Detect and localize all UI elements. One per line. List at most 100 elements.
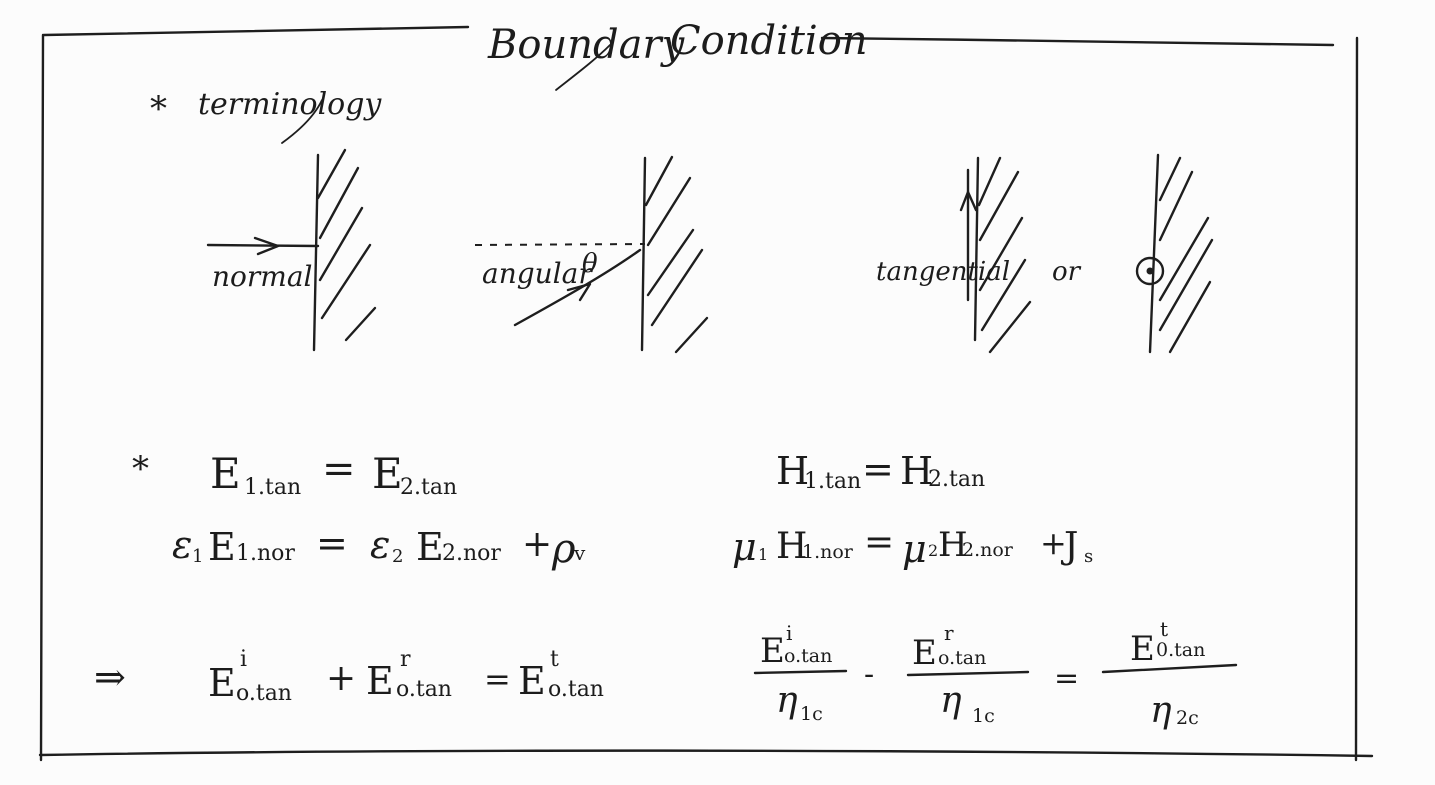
n3-base: E [1130,629,1155,669]
boundary-wall [1148,153,1160,354]
title-descender [555,44,611,91]
boundary-wall [973,156,980,342]
t2-sup: r [400,647,411,672]
d3-sub: 2c [1176,707,1199,729]
t1-sub: o.tan [236,681,292,706]
j-symbol: J [1060,526,1078,567]
lhs-base: E [208,525,236,569]
hatching [316,148,377,342]
boundary-wall [640,156,647,352]
equals-sign: = [862,447,894,491]
angle-theta: θ [582,249,598,279]
terminology-descender [281,99,323,144]
lhs-base: H [776,449,809,493]
diagram-out-of-page [1135,153,1214,354]
minus-sign: - [864,657,874,692]
terminology-heading: * terminology [150,87,382,144]
equals-sign: = [322,446,356,492]
rhs-base: E [416,525,444,569]
t3-base: E [518,659,546,703]
n3-sup: t [1160,617,1168,641]
rhs-sub: 2.nor [442,541,501,566]
equation-e-tangential: * E 1.tan = E 2.tan [132,446,457,500]
title-boundary: Boundary [487,22,686,68]
fraction-bar [753,669,848,675]
lhs-coef: ε [172,523,192,567]
lhs-sub: 1.tan [244,475,301,500]
fraction-bar [1101,663,1238,674]
rhs-sub: 2.nor [962,539,1014,561]
n1-sub: o.tan [784,645,832,667]
lhs-sub: 1.nor [236,541,295,566]
angular-label: angular [482,257,593,290]
tangential-label: tangential [876,257,1010,287]
d1-sub: 1c [800,703,823,725]
rhs-coef-sub: 2 [392,546,403,567]
equals-sign: = [316,521,348,565]
d2-base: η [940,680,962,721]
rhs-coef: μ [902,527,927,571]
hatching [1158,156,1214,354]
equals-sign: = [864,522,894,563]
implies-arrow-icon: ⇒ [94,655,126,699]
equals-sign: = [1054,661,1079,696]
page-frame [38,25,1374,762]
rhs-base: H [938,525,968,565]
normal-label: normal [212,260,312,293]
lhs-sub: 1.nor [802,541,854,563]
n2-base: E [912,633,937,673]
equals-sign: = [484,660,511,698]
hatching [977,156,1032,354]
n1-base: E [760,631,785,671]
diagram-angular: angular θ [474,155,709,354]
rhs-base: E [372,449,403,498]
title-condition: Condition [670,18,868,64]
d1-base: η [776,680,798,721]
equation-h-field-fraction: E i o.tan η 1c - E r o.tan η 1c = E t 0.… [753,617,1238,731]
lhs-base: E [210,449,241,498]
lhs-coef-sub: 1 [192,546,203,567]
diagram-normal: normal [206,148,377,352]
d2-sub: 1c [972,705,995,727]
hatching [644,155,709,354]
angular-arrow-head-icon [566,282,592,302]
plus-sign: + [522,524,552,565]
rho-symbol: ρ [551,526,576,572]
n1-sup: i [786,621,792,645]
lhs-coef-sub: 1 [758,545,768,564]
bullet-star: * [150,89,167,129]
plus-sign: + [1040,524,1067,562]
diagram-tangential: tangential [876,156,1032,354]
terminology-label: terminology [198,87,382,122]
normal-reference-line [474,243,646,246]
lhs-coef: μ [732,525,757,569]
equations-bullet: * [132,449,149,489]
equation-h-normal: μ 1 H 1.nor = μ 2 H 2.nor + J s [732,522,1093,571]
plus-sign: + [326,658,356,699]
n2-sup: r [944,621,954,645]
rhs-base: H [900,449,933,493]
t2-base: E [366,659,394,703]
t3-sup: t [550,647,559,672]
lhs-base: H [776,526,807,567]
tangential-arrow-head-icon [959,190,978,212]
rho-sub: v [573,541,586,565]
dot-in-circle-icon [1135,256,1165,286]
rhs-coef-sub: 2 [928,541,938,560]
t3-sub: o.tan [548,677,604,702]
j-sub: s [1084,546,1093,567]
t1-sup: i [240,647,247,672]
equation-h-tangential: H 1.tan = H 2.tan [776,447,985,494]
normal-arrow-head-icon [253,236,280,256]
boundary-wall [312,153,320,352]
n2-sub: o.tan [938,647,986,669]
page-title: Boundary Condition [487,18,868,91]
normal-arrow-shaft [206,243,320,248]
fraction-bar [906,670,1030,677]
rhs-coef: ε [370,523,390,567]
t1-base: E [208,661,236,705]
equation-e-field-sum: E i o.tan + E r o.tan = E t o.tan [208,647,604,706]
or-label: or [1052,257,1082,287]
equation-e-normal: ε 1 E 1.nor = ε 2 E 2.nor + ρ v [172,521,586,572]
